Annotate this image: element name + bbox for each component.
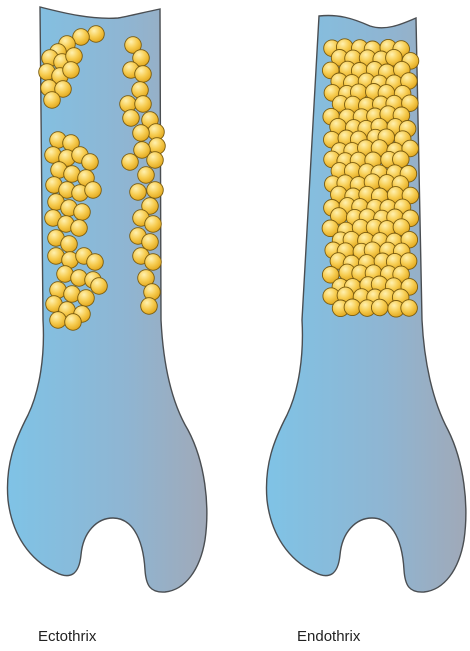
spore [135, 66, 152, 83]
ectothrix-label: Ectothrix [38, 628, 96, 645]
spore [78, 290, 95, 307]
endothrix-spores [322, 39, 419, 317]
spore [123, 110, 140, 127]
spore [142, 234, 159, 251]
spore [401, 300, 418, 317]
endothrix-label: Endothrix [297, 628, 360, 645]
spore [44, 92, 61, 109]
spore [85, 182, 102, 199]
spore [122, 154, 139, 171]
spore [371, 299, 388, 316]
spore [91, 278, 108, 295]
spore [63, 62, 80, 79]
spore [65, 314, 82, 331]
spore [87, 254, 104, 271]
spore [344, 299, 361, 316]
spore [135, 96, 152, 113]
spore [71, 220, 88, 237]
spore [133, 125, 150, 142]
spore [130, 184, 147, 201]
spore [88, 26, 105, 43]
spore [61, 236, 78, 253]
spore [82, 154, 99, 171]
spore [145, 254, 162, 271]
spore [141, 298, 158, 315]
spore [147, 182, 164, 199]
spore [147, 152, 164, 169]
spore [74, 204, 91, 221]
spore [50, 312, 67, 329]
spore [145, 216, 162, 233]
spore [138, 167, 155, 184]
ectothrix-hair-shaft [7, 7, 206, 592]
